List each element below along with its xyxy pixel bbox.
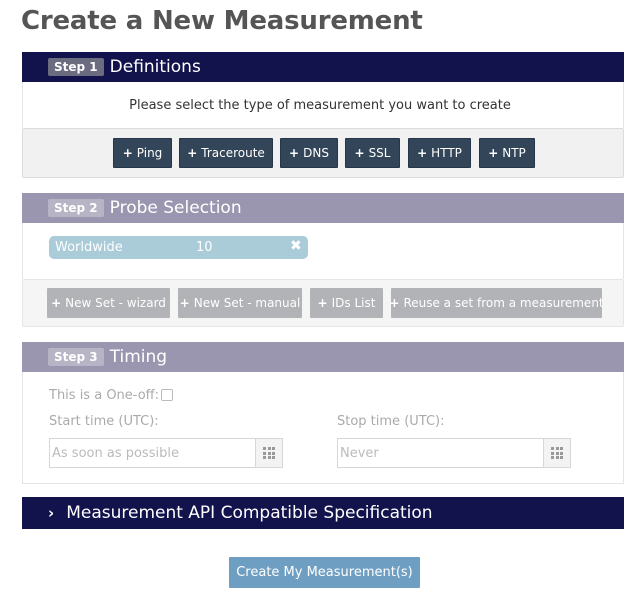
ping-button[interactable]: +Ping [113, 138, 172, 168]
calendar-icon [551, 447, 563, 459]
plus-icon: + [354, 146, 365, 160]
oneoff-checkbox[interactable] [161, 389, 173, 401]
dns-button-label: DNS [303, 146, 329, 160]
new-set-manual-label: New Set - manual [193, 296, 301, 310]
plus-icon: + [417, 146, 428, 160]
plus-icon: + [122, 146, 133, 160]
api-spec-label: Measurement API Compatible Specification [66, 503, 433, 523]
reuse-set-button[interactable]: +Reuse a set from a measurement [389, 288, 604, 318]
step1-panel [22, 82, 624, 128]
ids-list-label: IDs List [331, 296, 376, 310]
chevron-right-icon: › [48, 504, 55, 522]
plus-icon: + [317, 296, 328, 310]
step1-instruction: Please select the type of measurement yo… [129, 98, 511, 113]
calendar-icon [263, 447, 275, 459]
plus-icon: + [187, 146, 198, 160]
http-button[interactable]: +HTTP [408, 138, 471, 168]
new-set-wizard-label: New Set - wizard [65, 296, 166, 310]
stop-time-label: Stop time (UTC): [337, 414, 445, 429]
ntp-button-label: NTP [502, 146, 526, 160]
http-button-label: HTTP [431, 146, 462, 160]
ssl-button[interactable]: +SSL [345, 138, 400, 168]
ssl-button-label: SSL [368, 146, 391, 160]
start-time-input[interactable]: As soon as possible [49, 438, 255, 468]
remove-probe-set-icon[interactable]: ✖ [290, 238, 302, 254]
step3-header: Step 3 Timing [22, 342, 624, 372]
step3-title: Timing [109, 347, 168, 367]
reuse-set-label: Reuse a set from a measurement [403, 296, 604, 310]
traceroute-button-label: Traceroute [201, 146, 265, 160]
plus-icon: + [389, 296, 400, 310]
dns-button[interactable]: +DNS [280, 138, 338, 168]
plus-icon: + [289, 146, 300, 160]
new-set-wizard-button[interactable]: +New Set - wizard [47, 288, 170, 318]
page-title: Create a New Measurement [21, 6, 423, 36]
step2-header: Step 2 Probe Selection [22, 193, 624, 223]
create-measurement-button[interactable]: Create My Measurement(s) [229, 557, 420, 588]
probe-set-count: 10 [196, 240, 213, 255]
stop-calendar-button[interactable] [543, 438, 571, 468]
step2-panel [22, 223, 624, 279]
oneoff-label: This is a One-off: [49, 388, 160, 403]
probe-set-chip: Worldwide 10 ✖ [49, 236, 308, 259]
start-calendar-button[interactable] [255, 438, 283, 468]
step1-title: Definitions [109, 57, 201, 77]
stop-time-input[interactable]: Never [337, 438, 543, 468]
step3-panel [22, 372, 624, 484]
api-spec-toggle[interactable]: › Measurement API Compatible Specificati… [22, 497, 624, 529]
step1-header: Step 1 Definitions [22, 52, 624, 82]
start-time-label: Start time (UTC): [49, 414, 159, 429]
step1-badge: Step 1 [48, 58, 104, 76]
probe-set-name: Worldwide [55, 240, 123, 255]
step2-title: Probe Selection [109, 198, 242, 218]
ids-list-button[interactable]: +IDs List [310, 288, 383, 318]
ntp-button[interactable]: +NTP [479, 138, 535, 168]
step2-badge: Step 2 [48, 199, 104, 217]
ping-button-label: Ping [136, 146, 163, 160]
new-set-manual-button[interactable]: +New Set - manual [178, 288, 302, 318]
plus-icon: + [488, 146, 499, 160]
traceroute-button[interactable]: +Traceroute [179, 138, 273, 168]
plus-icon: + [51, 296, 62, 310]
plus-icon: + [179, 296, 190, 310]
step3-badge: Step 3 [48, 348, 104, 366]
